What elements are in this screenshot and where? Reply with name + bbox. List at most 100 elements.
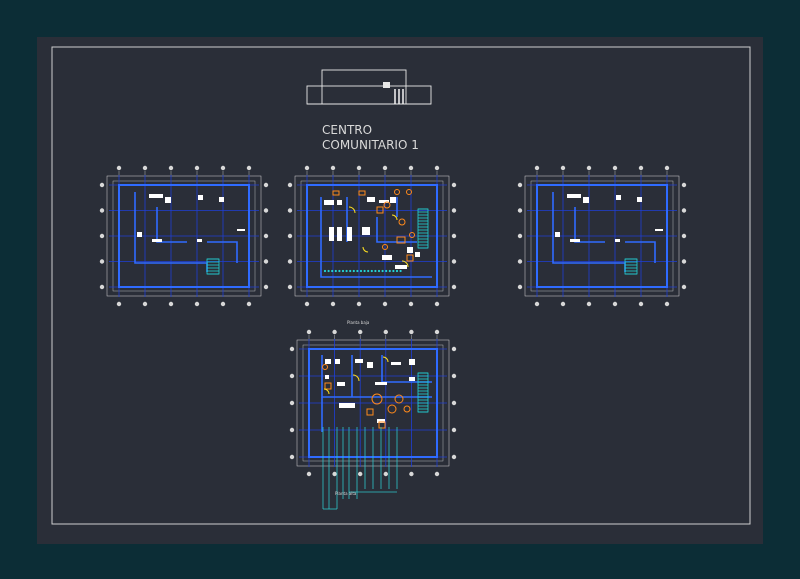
axis-bubble [383,329,388,335]
paving-dot [385,269,388,273]
fixture [395,265,407,269]
fixture [615,239,620,242]
axis-bubble [517,182,523,188]
fixture [415,252,420,257]
axis-bubble [306,329,312,335]
paving-dot [363,269,366,273]
fixture [367,197,375,202]
door-swing [348,206,356,214]
stair-outline [206,258,220,275]
axis-bubble [451,233,457,239]
dimension-frame [524,175,680,297]
floor-plan-roof-left [99,165,269,307]
furniture-orange [322,364,328,370]
interior-wall [156,207,187,243]
door-swing [382,356,389,363]
axis-bubble [382,165,388,171]
fixture [335,359,340,364]
axis-bubble [99,208,105,213]
axis-bubble [681,284,687,290]
axis-bubble [451,373,457,379]
furniture-orange [378,421,386,429]
stair-outline [417,208,429,249]
interior-wall [207,241,238,263]
axis-bubble [306,471,312,477]
axis-bubble [638,165,644,171]
axis-bubble [664,165,670,171]
interior-wall [376,217,417,243]
furniture-orange [358,190,366,196]
axis-bubble [434,165,440,171]
fixture [325,359,331,364]
furniture-orange [366,408,374,416]
fixture [409,377,415,381]
axis-bubble [534,165,540,171]
axis-bubble [263,284,269,290]
axis-bubble [356,301,362,307]
fixture [567,194,581,198]
axis-bubble [220,301,226,307]
dimension-frame [294,175,450,297]
fixture [382,255,392,260]
axis-bubble [434,471,440,477]
axis-bubble [681,182,687,188]
fixture [655,229,663,231]
axis-bubble [289,346,295,352]
furniture-orange [406,254,414,262]
fixture [637,197,642,202]
sheet-title-line-1: CENTRO [322,123,372,137]
fixture [337,227,342,241]
axis-bubble [358,471,363,477]
fixture [337,200,342,205]
axis-bubble [142,165,148,171]
axis-bubble [194,301,200,307]
axis-bubble [409,471,414,477]
floor-plan-ground [287,165,457,307]
axis-bubble [99,182,105,188]
paving-dot [377,269,381,273]
paving-dot [367,269,370,273]
fixture [390,197,396,203]
furniture-orange [371,393,383,405]
door-swing [401,260,409,268]
door-swing [362,246,369,253]
paving-dot [374,269,377,273]
paving-dot [388,269,391,273]
axis-bubble [287,259,293,264]
axis-bubble [220,165,226,171]
fixture [583,197,589,203]
axis-bubble [304,301,310,307]
axis-bubble [287,182,293,188]
paving-dot [399,269,402,273]
fixture [409,359,415,365]
stair-outline [624,258,638,275]
paving-dot [356,269,359,273]
interior-wall [320,197,432,278]
fixture [377,419,385,423]
axis-bubble [681,259,687,264]
axis-bubble [99,259,105,264]
fixture [197,239,202,242]
sheet-frame [51,46,751,525]
axis-bubble [382,301,388,307]
fixture [219,197,224,202]
axis-bubble [246,165,252,171]
paving-dot [345,269,348,273]
axis-bubble [560,165,566,171]
fixture [152,239,162,242]
fixture [616,195,621,200]
fixture [165,197,171,203]
fixture [325,375,329,379]
axis-bubble [408,301,414,307]
axis-bubble [451,400,457,406]
furniture-orange [398,218,406,226]
axis-bubble [586,301,592,307]
axis-bubble [116,301,122,307]
axis-bubble [304,165,310,171]
exterior-wall [536,184,668,288]
axis-bubble [289,400,295,406]
fixture [379,200,389,203]
axis-bubble [263,233,269,239]
axis-bubble [451,346,457,352]
axis-bubble [451,208,457,213]
